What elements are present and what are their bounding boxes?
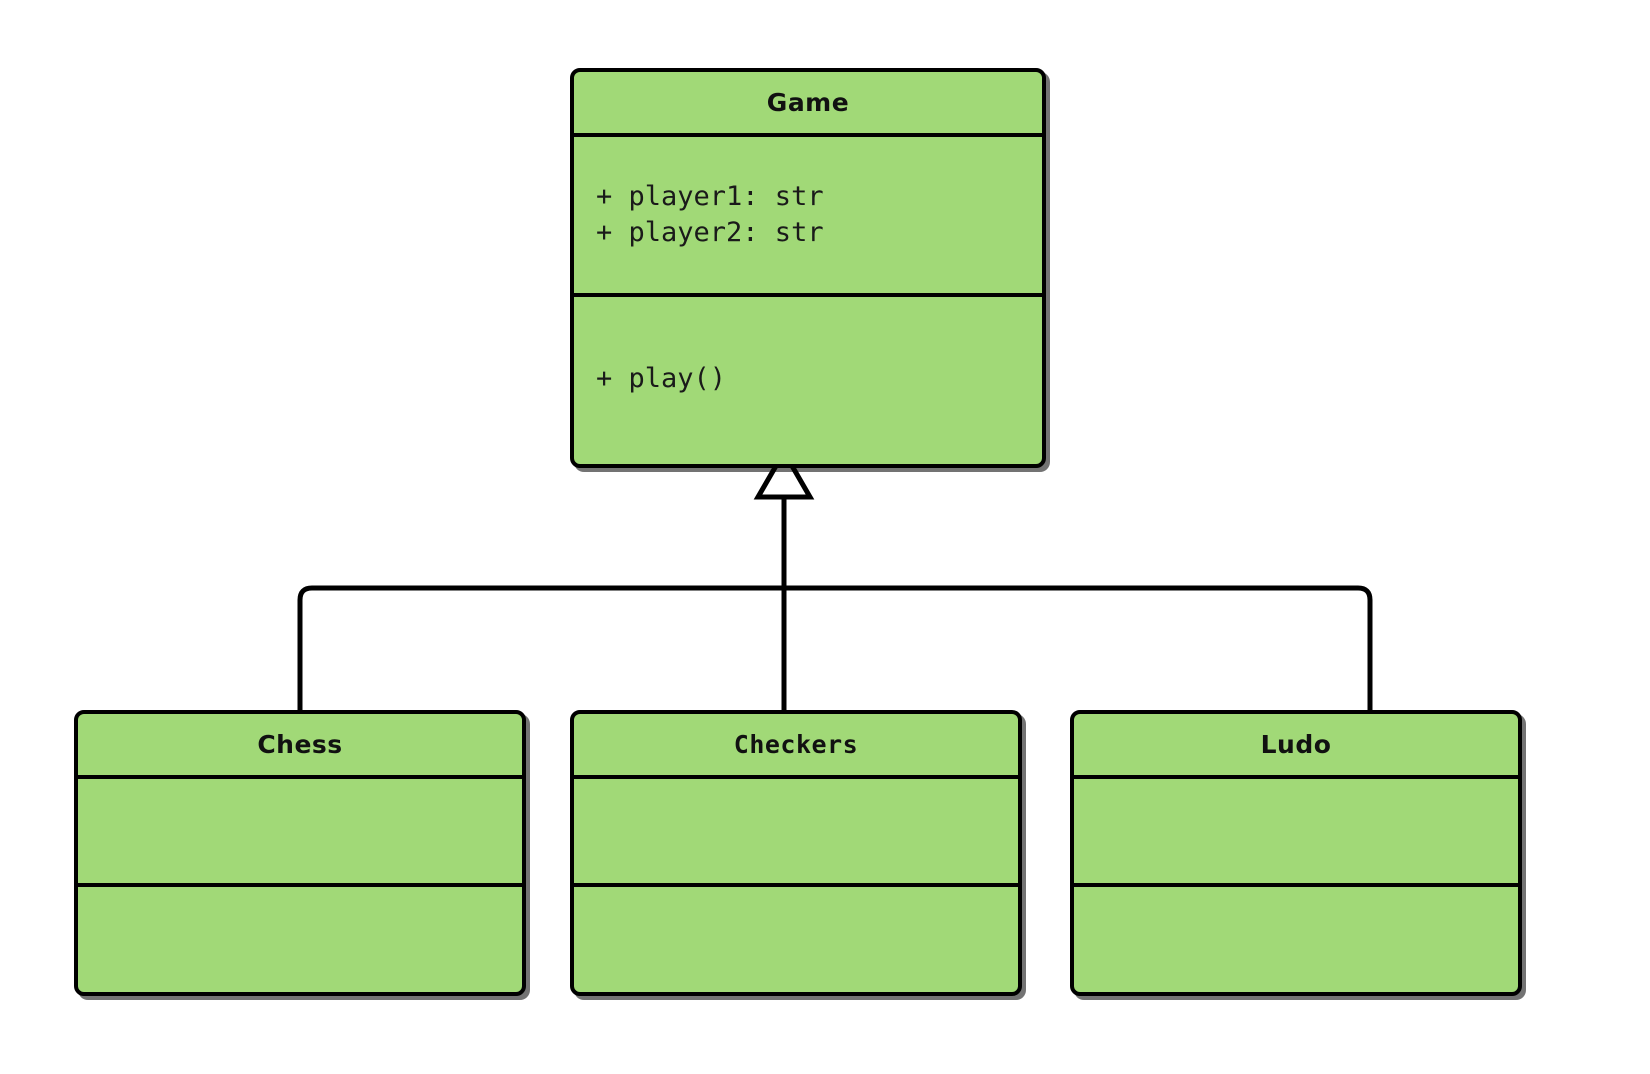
class-name-game: Game	[766, 88, 850, 117]
uml-class-chess[interactable]: Chess	[74, 710, 526, 996]
connector-bus	[297, 585, 1373, 710]
method-item: + play()	[596, 362, 727, 394]
uml-class-checkers[interactable]: Checkers	[570, 710, 1022, 996]
uml-class-ludo[interactable]: Ludo	[1070, 710, 1522, 996]
attributes-compartment-game: + player1: str + player2: str	[574, 133, 1042, 293]
class-name-checkers: Checkers	[733, 730, 859, 759]
methods-compartment-chess	[78, 883, 522, 992]
attribute-item: + player2: str	[596, 217, 824, 248]
attributes-compartment-chess	[78, 775, 522, 883]
uml-class-game[interactable]: Game + player1: str + player2: str + pla…	[570, 68, 1046, 468]
class-name-chess: Chess	[257, 730, 343, 759]
methods-compartment-game: + play()	[574, 293, 1042, 460]
attribute-item: + player1: str	[596, 181, 824, 213]
methods-compartment-ludo	[1074, 883, 1518, 992]
attributes-compartment-ludo	[1074, 775, 1518, 883]
attributes-compartment-checkers	[574, 775, 1018, 883]
methods-compartment-checkers	[574, 883, 1018, 992]
class-name-ludo: Ludo	[1260, 730, 1332, 759]
